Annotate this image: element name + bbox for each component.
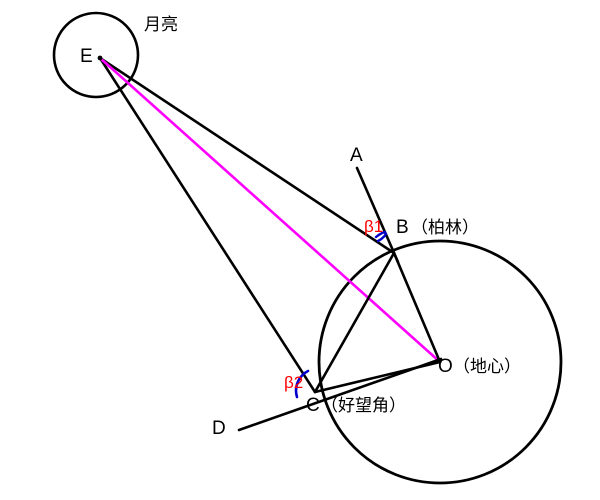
moon-circle — [52, 11, 140, 99]
line-e-to-b — [98, 56, 396, 255]
point-label-d: D — [212, 418, 226, 439]
line-d-to-c-horizon — [237, 357, 443, 432]
earth-circle — [317, 239, 563, 485]
point-label-o: O — [438, 356, 453, 377]
angle-label-beta2: β2 — [284, 373, 304, 392]
point-b-place-label: （柏林） — [411, 218, 479, 238]
line-e-to-o-sightline — [98, 56, 442, 364]
point-label-e: E — [80, 46, 93, 67]
line-b-to-o-radius — [392, 251, 442, 364]
angle-arc-beta1 — [374, 230, 387, 239]
point-o-place-label: （地心） — [453, 357, 521, 377]
line-a-to-b-horizon — [355, 166, 400, 264]
point-c-place-label: （好望角） — [321, 396, 406, 416]
line-b-to-c-chord — [313, 251, 396, 394]
point-label-b: B — [396, 217, 409, 238]
line-e-to-c — [98, 56, 317, 394]
angle-arc-beta1-inner — [376, 232, 388, 243]
angle-arc-beta2 — [294, 369, 310, 399]
point-label-a: A — [350, 145, 363, 166]
moon-label: 月亮 — [144, 15, 178, 35]
point-label-c: C — [306, 395, 320, 416]
angle-label-beta1: β1 — [364, 217, 384, 236]
vertex-dot-e — [97, 55, 103, 61]
